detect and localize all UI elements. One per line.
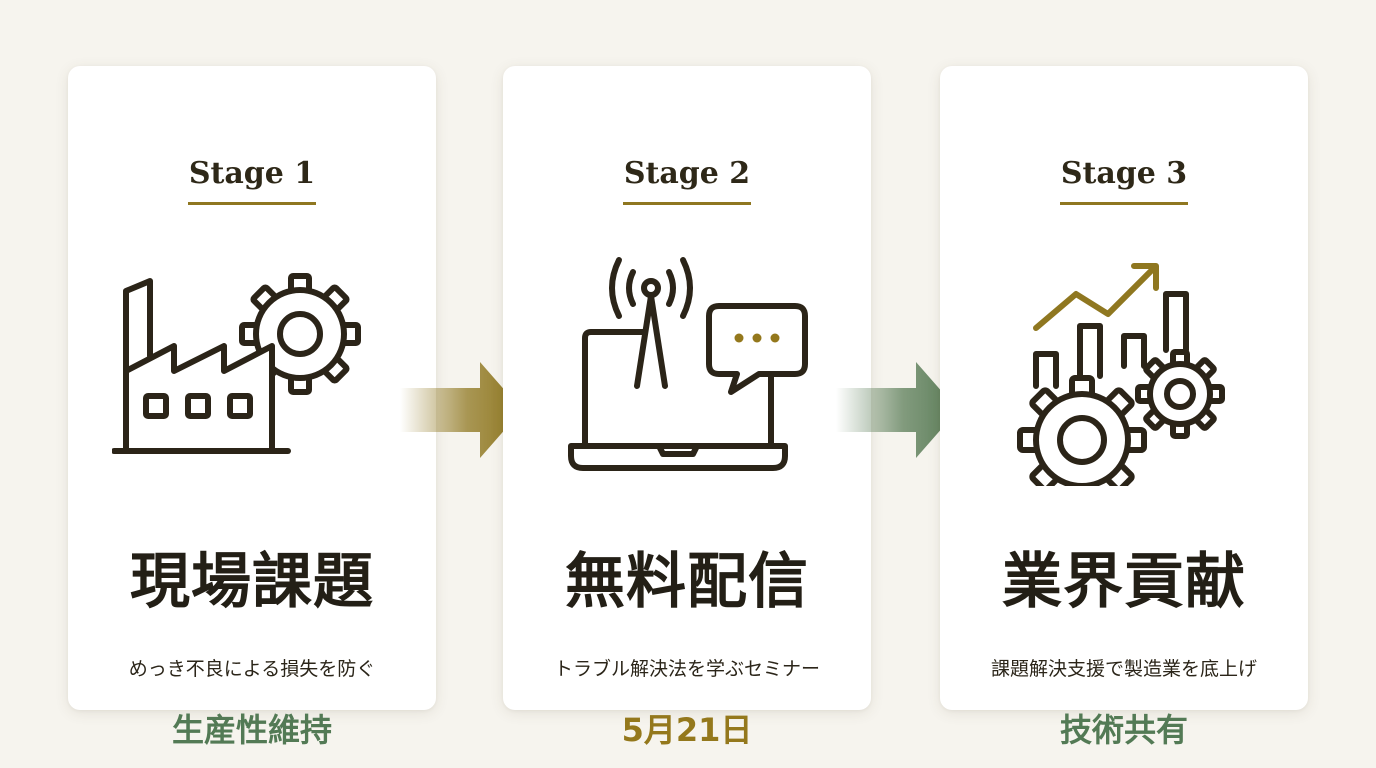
stage-accent: 技術共有 [1059,711,1188,749]
stage-underline [623,202,751,205]
arrow-right-icon [400,362,524,458]
stage-heading: 無料配信 [565,547,809,617]
stage-accent: 生産性維持 [171,711,332,749]
stage-underline [1060,202,1188,205]
stage-card-3: Stage 3 [940,66,1308,749]
stage-label: Stage 3 [1060,156,1188,191]
stage-heading: 業界貢献 [1002,547,1246,617]
stage-description: めっき不良による損失を防ぐ [128,658,376,680]
stage-heading: 現場課題 [130,547,374,617]
factory-gear-icon [112,246,392,486]
laptop-broadcast-chat-icon [547,246,827,486]
stage-description: 課題解決支援で製造業を底上げ [990,658,1257,680]
growth-chart-gears-icon [984,246,1264,486]
stage-card-2: Stage 2 無料配信 トラブル解決法を学ぶセミナー 5 [503,66,871,749]
arrow-right-icon [836,362,960,458]
stage-description: トラブル解決法を学ぶセミナー [553,658,820,680]
stage-card-1: Stage 1 [68,66,436,749]
stage-label: Stage 2 [623,156,751,191]
stage-underline [188,202,316,205]
stage-label: Stage 1 [188,156,316,191]
stage-accent: 5月21日 [621,711,753,749]
